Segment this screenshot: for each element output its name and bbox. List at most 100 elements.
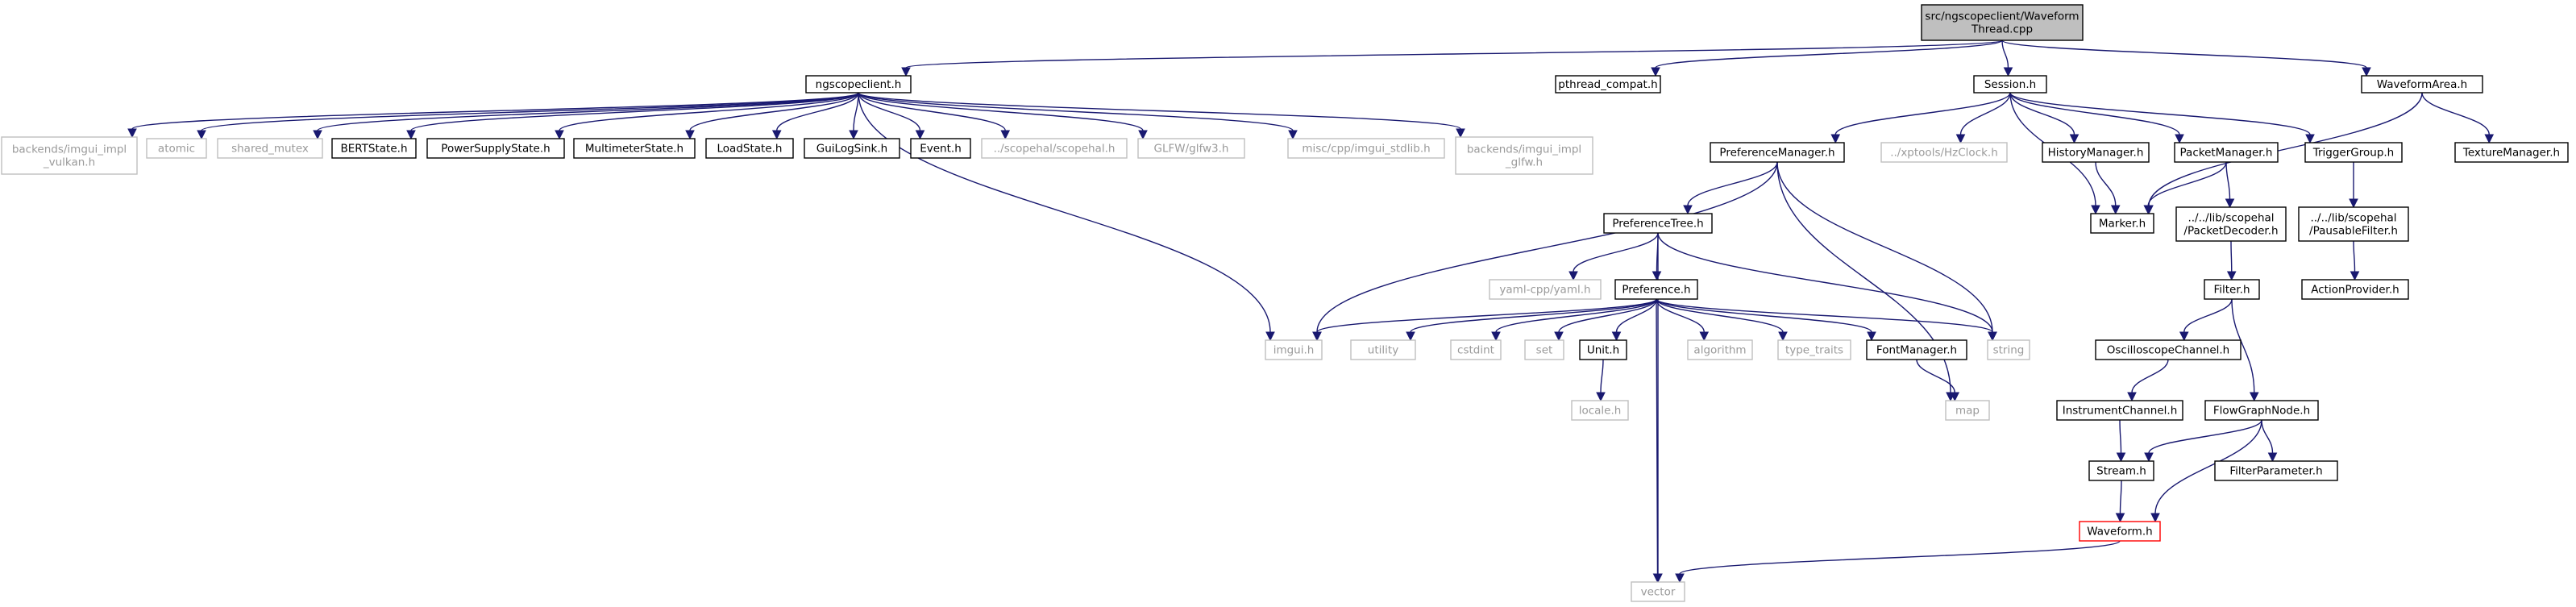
node-imgui-stdlib-h[interactable]: misc/cpp/imgui_stdlib.h [1287, 138, 1445, 159]
node-preference-h[interactable]: Preference.h [1614, 279, 1698, 300]
node-string[interactable]: string [1987, 339, 2030, 360]
node-label: ../xptools/HzClock.h [1890, 147, 1998, 160]
dependency-edge [858, 92, 1298, 140]
node-historymanager-h[interactable]: HistoryManager.h [2042, 142, 2150, 163]
node-loadstate-h[interactable]: LoadState.h [705, 138, 794, 159]
dependency-edge [1683, 161, 1778, 215]
node-label: /PausableFilter.h [2309, 225, 2398, 238]
node-label: BERTState.h [340, 143, 407, 156]
node-glfw3-h[interactable]: GLFW/glfw3.h [1137, 138, 1245, 159]
node-type-traits[interactable]: type_traits [1777, 339, 1851, 360]
node-label: ../../lib/scopehal [2188, 212, 2274, 225]
node-algorithm[interactable]: algorithm [1687, 339, 1753, 360]
node-triggergroup-h[interactable]: TriggerGroup.h [2304, 142, 2403, 163]
node-pthread-compat-h[interactable]: pthread_compat.h [1555, 75, 1661, 94]
node-filter-h[interactable]: Filter.h [2204, 279, 2260, 300]
node-label: misc/cpp/imgui_stdlib.h [1302, 143, 1430, 156]
node-cstdint[interactable]: cstdint [1450, 339, 1502, 360]
node-label: /PacketDecoder.h [2183, 225, 2278, 238]
dependency-edge [555, 92, 859, 140]
node-label: Unit.h [1587, 344, 1619, 357]
node-unit-h[interactable]: Unit.h [1579, 339, 1627, 360]
node-marker-h[interactable]: Marker.h [2090, 213, 2154, 234]
node-label: TriggerGroup.h [2312, 147, 2395, 160]
node-event-h[interactable]: Event.h [910, 138, 971, 159]
node-locale-h[interactable]: locale.h [1571, 400, 1629, 421]
dependency-edge [2009, 92, 2315, 144]
dependency-edge [2225, 161, 2235, 209]
node-yaml-h[interactable]: yaml-cpp/yaml.h [1489, 279, 1602, 300]
node-label: cstdint [1457, 344, 1494, 357]
node-waveformarea-h[interactable]: WaveformArea.h [2361, 75, 2483, 94]
node-map[interactable]: map [1945, 400, 1990, 421]
node-label: TextureManager.h [2462, 147, 2560, 160]
dependency-edge [1554, 298, 1657, 342]
dependency-edge [2095, 161, 2121, 215]
edge-layer [127, 39, 2495, 584]
node-pausablefilter-h[interactable]: ../../lib/scopehal/PausableFilter.h [2298, 206, 2409, 242]
node-packetdecoder-h[interactable]: ../../lib/scopehal/PacketDecoder.h [2175, 206, 2287, 242]
node-label: src/ngscopeclient/Waveform [1925, 10, 2079, 23]
dependency-edge [1776, 161, 1955, 402]
node-stream-h[interactable]: Stream.h [2088, 460, 2154, 481]
node-imgui-impl-glfw-h[interactable]: backends/imgui_impl_glfw.h [1455, 136, 1593, 175]
node-label: backends/imgui_impl [1467, 143, 1581, 156]
dependency-edge [2001, 39, 2371, 77]
node-label: Waveform.h [2087, 526, 2152, 538]
node-label: ../scopehal/scopehal.h [994, 143, 1116, 156]
node-label: Marker.h [2099, 218, 2146, 231]
dependency-edge [1312, 298, 1657, 342]
node-label: _vulkan.h [43, 156, 95, 169]
node-filterparameter-h[interactable]: FilterParameter.h [2214, 460, 2338, 481]
node-preferencemanager-h[interactable]: PreferenceManager.h [1710, 142, 1845, 163]
dependency-edge [1406, 298, 1657, 342]
node-label: FlowGraphNode.h [2213, 405, 2310, 418]
node-hzclock-h[interactable]: ../xptools/HzClock.h [1880, 142, 2008, 163]
dependency-edge [406, 92, 859, 140]
dependency-edge [2116, 419, 2126, 463]
node-guilogsink-h[interactable]: GuiLogSink.h [804, 138, 900, 159]
node-waveform-h[interactable]: Waveform.h [2079, 521, 2161, 542]
node-label: pthread_compat.h [1558, 78, 1657, 91]
dependency-edge [1652, 298, 1663, 584]
node-label: Session.h [1984, 78, 2036, 91]
node-vector[interactable]: vector [1631, 581, 1685, 602]
node-bertstate-h[interactable]: BERTState.h [331, 138, 417, 159]
node-texturemanager-h[interactable]: TextureManager.h [2454, 142, 2569, 163]
node-packetmanager-h[interactable]: PacketManager.h [2174, 142, 2279, 163]
dependency-edge [2226, 240, 2237, 281]
dependency-edge [2115, 480, 2125, 523]
node-label: map [1955, 405, 1980, 418]
node-preferencetree-h[interactable]: PreferenceTree.h [1603, 213, 1713, 234]
node-label: PowerSupplyState.h [441, 143, 550, 156]
node-ngscopeclient-h[interactable]: ngscopeclient.h [805, 75, 912, 94]
dependency-edge [2144, 419, 2262, 463]
dependency-edge [2261, 419, 2278, 463]
node-label: Event.h [920, 143, 962, 156]
node-oscilloscopechannel-h[interactable]: OscilloscopeChannel.h [2095, 339, 2242, 360]
dependency-edge [858, 92, 1465, 139]
node-shared-mutex[interactable]: shared_mutex [217, 138, 323, 159]
node-utility[interactable]: utility [1350, 339, 1416, 360]
node-powersupplystate-h[interactable]: PowerSupplyState.h [426, 138, 565, 159]
dependency-edge [771, 92, 859, 140]
node-imgui-h[interactable]: imgui.h [1265, 339, 1323, 360]
node-atomic[interactable]: atomic [146, 138, 207, 159]
node-actionprovider-h[interactable]: ActionProvider.h [2301, 279, 2409, 300]
node-multimeterstate-h[interactable]: MultimeterState.h [573, 138, 696, 159]
node-session-h[interactable]: Session.h [1973, 75, 2047, 94]
node-set[interactable]: set [1524, 339, 1564, 360]
dependency-edge [2350, 240, 2360, 281]
node-label: backends/imgui_impl [12, 143, 127, 156]
node-instrumentchannel-h[interactable]: InstrumentChannel.h [2056, 400, 2183, 421]
node-label: WaveformArea.h [2377, 78, 2467, 91]
dependency-edge [1596, 359, 1606, 402]
node-imgui-impl-vulkan-h[interactable]: backends/imgui_impl_vulkan.h [1, 136, 138, 175]
node-fontmanager-h[interactable]: FontManager.h [1866, 339, 1967, 360]
dependency-edge [1830, 92, 2011, 144]
node-scopehal-h[interactable]: ../scopehal/scopehal.h [981, 138, 1128, 159]
node-flowgraphnode-h[interactable]: FlowGraphNode.h [2204, 400, 2319, 421]
